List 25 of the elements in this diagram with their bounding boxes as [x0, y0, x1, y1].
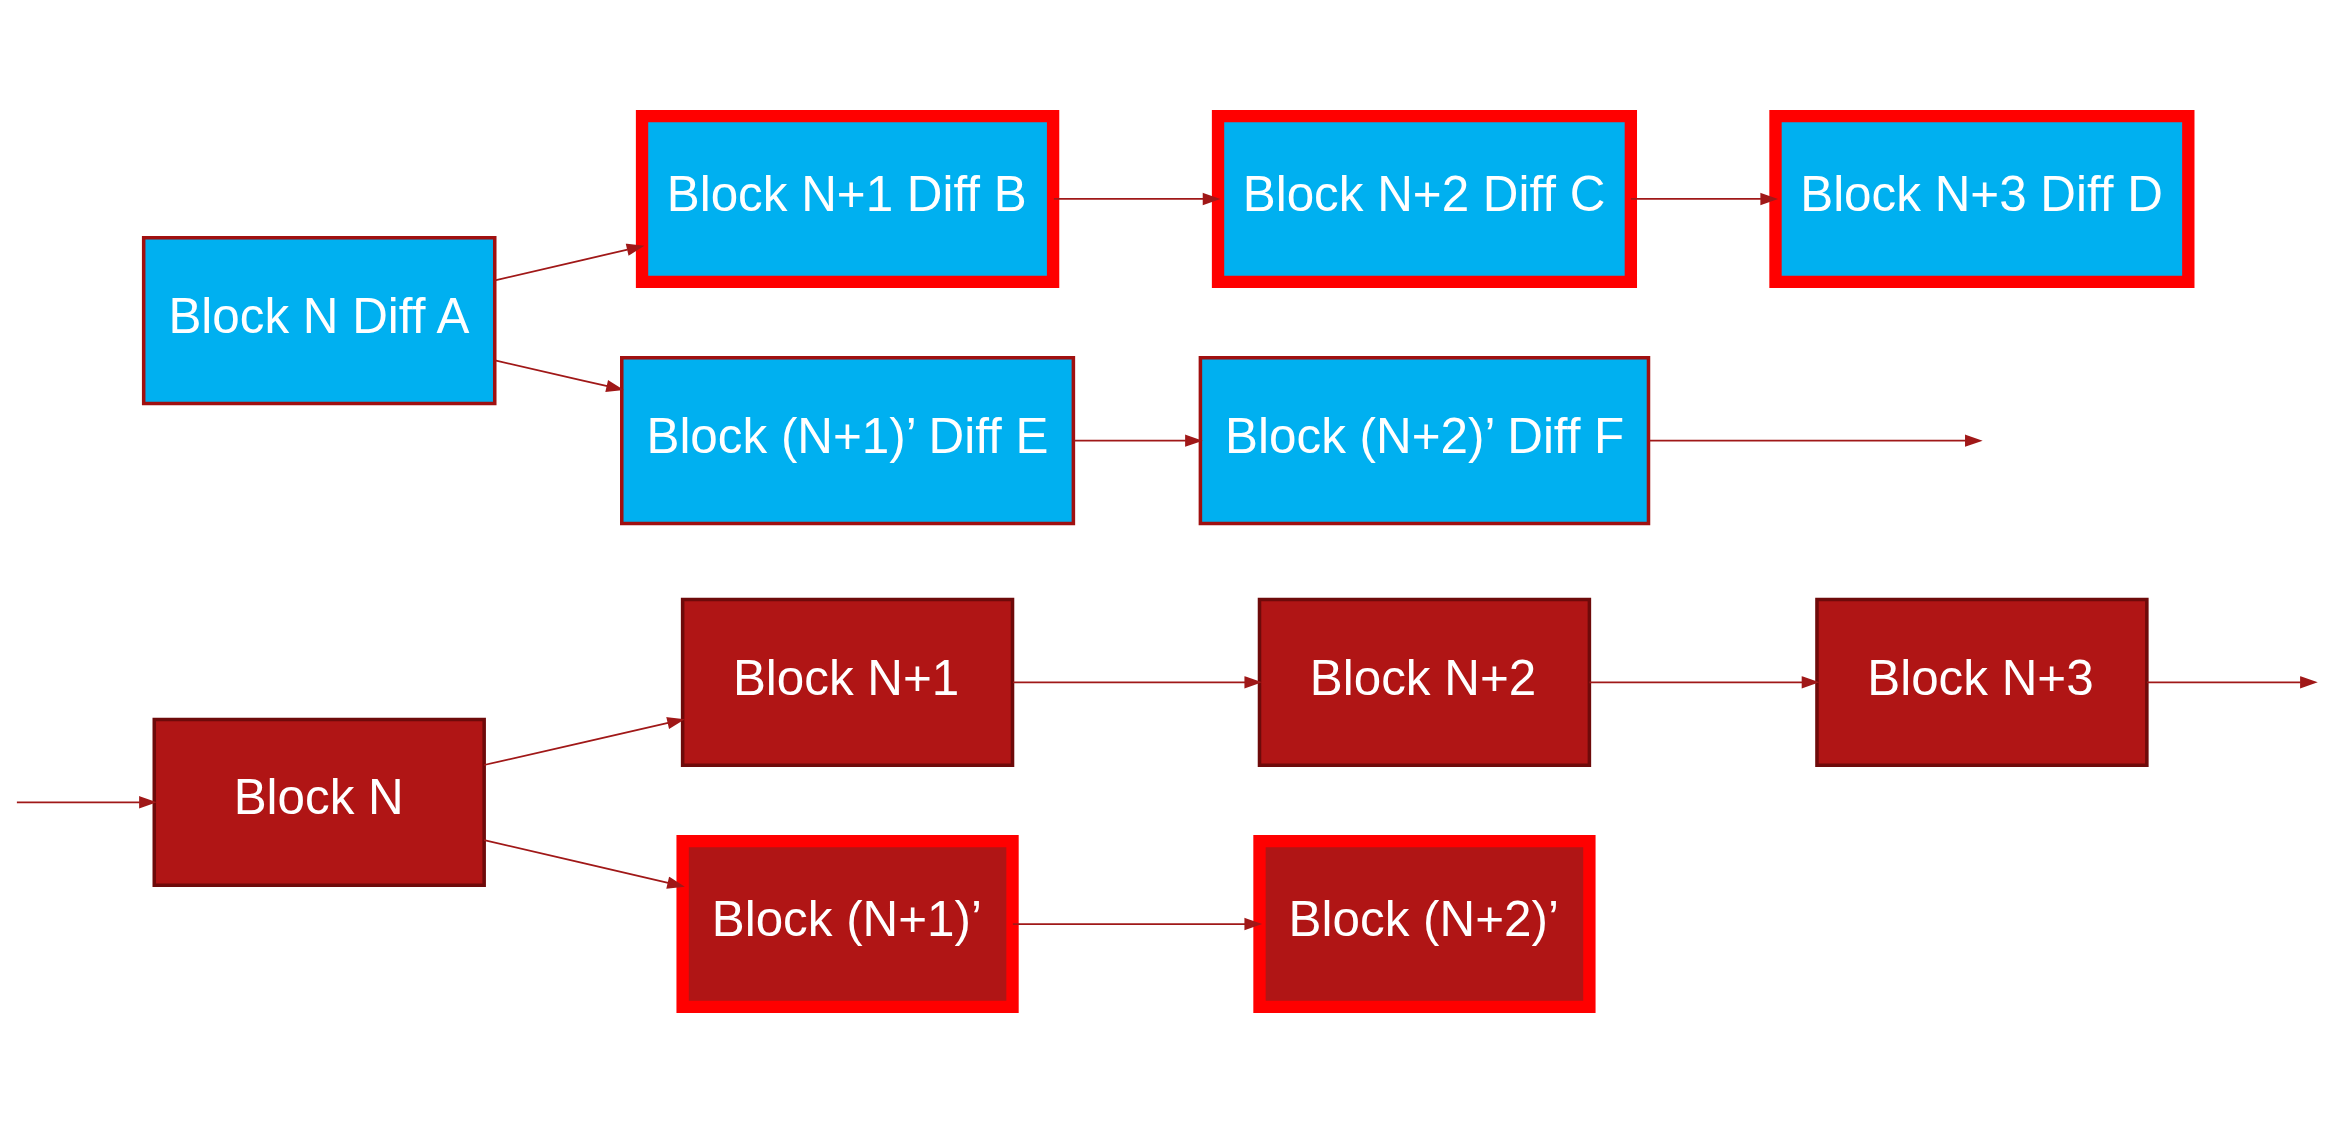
- node-box: Block (N+1)’: [676, 834, 1019, 1013]
- node-box: Block N+3 Diff D: [1769, 109, 2195, 288]
- arrow: [1588, 675, 1820, 689]
- arrow: [1072, 433, 1203, 447]
- node-box: Block (N+2)’ Diff F: [1198, 355, 1651, 525]
- node-box: Block (N+2)’: [1253, 834, 1596, 1013]
- node-box: Block N: [152, 717, 486, 887]
- arrow: [1053, 192, 1221, 205]
- arrow: [1630, 192, 1779, 205]
- node-box: Block N+2 Diff C: [1211, 109, 1638, 288]
- node-box: Block N+1: [680, 597, 1015, 767]
- arrow: [494, 243, 645, 281]
- arrow: [1012, 917, 1263, 930]
- arrow: [483, 716, 685, 766]
- node-box: Block N+3: [1815, 597, 2149, 767]
- arrow: [16, 795, 157, 808]
- node-box: Block (N+1)’ Diff E: [620, 355, 1076, 525]
- arrow: [2146, 675, 2318, 689]
- arrow: [1012, 675, 1263, 689]
- node-box: Block N+2: [1257, 597, 1592, 767]
- node-box: Block N+1 Diff B: [635, 109, 1060, 288]
- node-box: Block N Diff A: [141, 235, 497, 405]
- arrow: [1648, 433, 1983, 447]
- arrow: [483, 838, 685, 889]
- arrow: [494, 359, 624, 392]
